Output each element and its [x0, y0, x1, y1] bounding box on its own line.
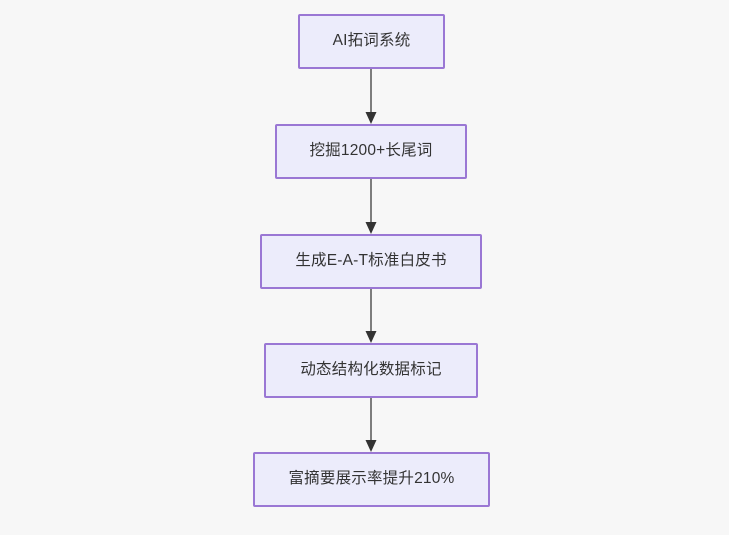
flow-node-label: 动态结构化数据标记: [300, 361, 442, 379]
edge-node2-node3: [365, 289, 377, 343]
edge-node3-node4: [365, 398, 377, 452]
flow-node-label: AI拓词系统: [332, 32, 411, 50]
flow-node-label: 富摘要展示率提升210%: [288, 470, 455, 488]
flow-node-mine-longtail-keywords[interactable]: 挖掘1200+长尾词: [275, 124, 467, 179]
flow-node-label: 生成E-A-T标准白皮书: [295, 252, 447, 270]
flow-node-rich-snippet-rate-increase[interactable]: 富摘要展示率提升210%: [253, 452, 490, 507]
flow-node-dynamic-structured-data-markup[interactable]: 动态结构化数据标记: [264, 343, 478, 398]
flow-node-label: 挖掘1200+长尾词: [309, 142, 433, 160]
flow-node-generate-eat-whitepaper[interactable]: 生成E-A-T标准白皮书: [260, 234, 482, 289]
edge-node1-node2: [365, 179, 377, 234]
edge-node0-node1: [365, 69, 377, 124]
flow-node-ai-keyword-system[interactable]: AI拓词系统: [298, 14, 445, 69]
